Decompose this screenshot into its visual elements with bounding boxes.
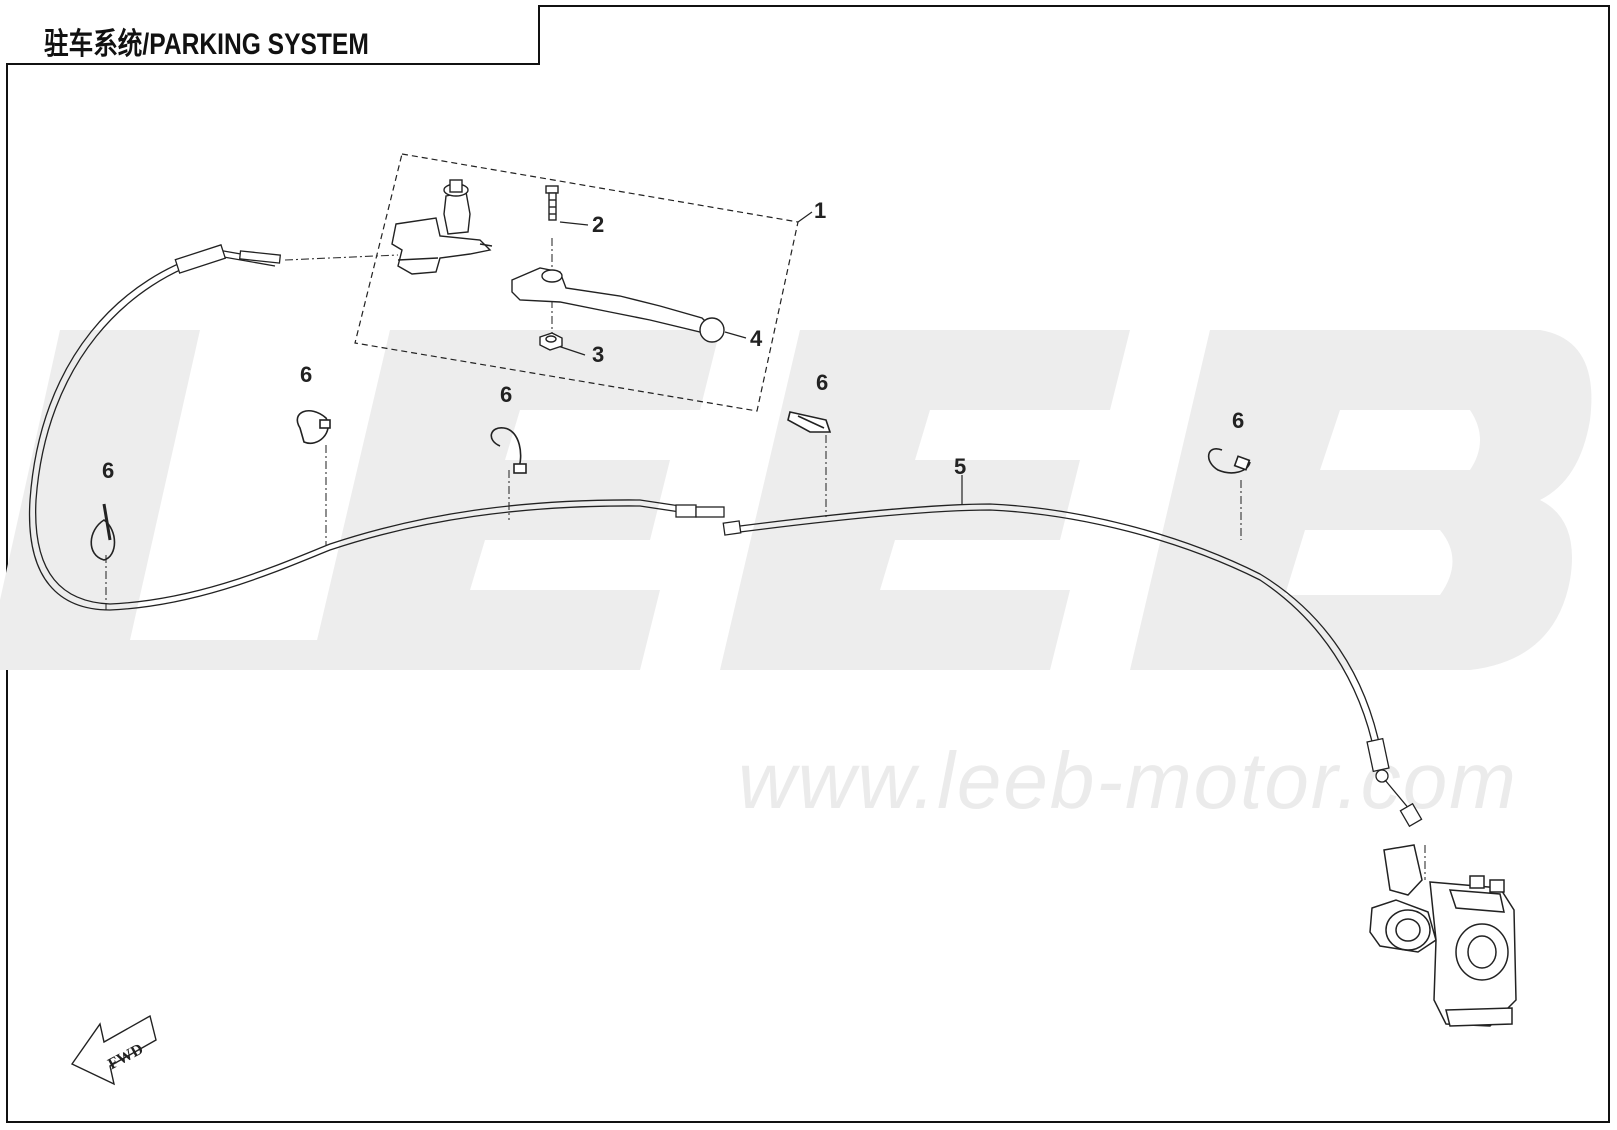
title-block: 驻车系统/PARKING SYSTEM (6, 5, 540, 65)
lever-assembly-box (354, 153, 799, 412)
callout-4: 4 (750, 326, 763, 351)
lever-bracket (391, 179, 493, 275)
watermark-logo (0, 330, 1592, 670)
brake-lever (511, 267, 725, 343)
rear-brake-caliper (1369, 844, 1517, 1027)
cable-clamps (90, 409, 1251, 561)
callout-1: 1 (814, 198, 826, 223)
nut (539, 332, 563, 351)
drawing-frame (6, 5, 1610, 1123)
callout-6-clamp2: 6 (300, 362, 312, 387)
page-title: 驻车系统/PARKING SYSTEM (44, 28, 369, 61)
bolt (545, 185, 559, 221)
parking-brake-cable (28, 244, 1423, 828)
callout-6-clamp4: 6 (816, 370, 828, 395)
callout-3: 3 (592, 342, 604, 367)
callout-5: 5 (954, 454, 966, 479)
callout-6-clamp5: 6 (1232, 408, 1244, 433)
callout-2: 2 (592, 212, 604, 237)
callout-6-clamp3: 6 (500, 382, 512, 407)
forward-arrow-icon: FWD (70, 1014, 157, 1086)
callout-6-left: 6 (102, 458, 114, 483)
